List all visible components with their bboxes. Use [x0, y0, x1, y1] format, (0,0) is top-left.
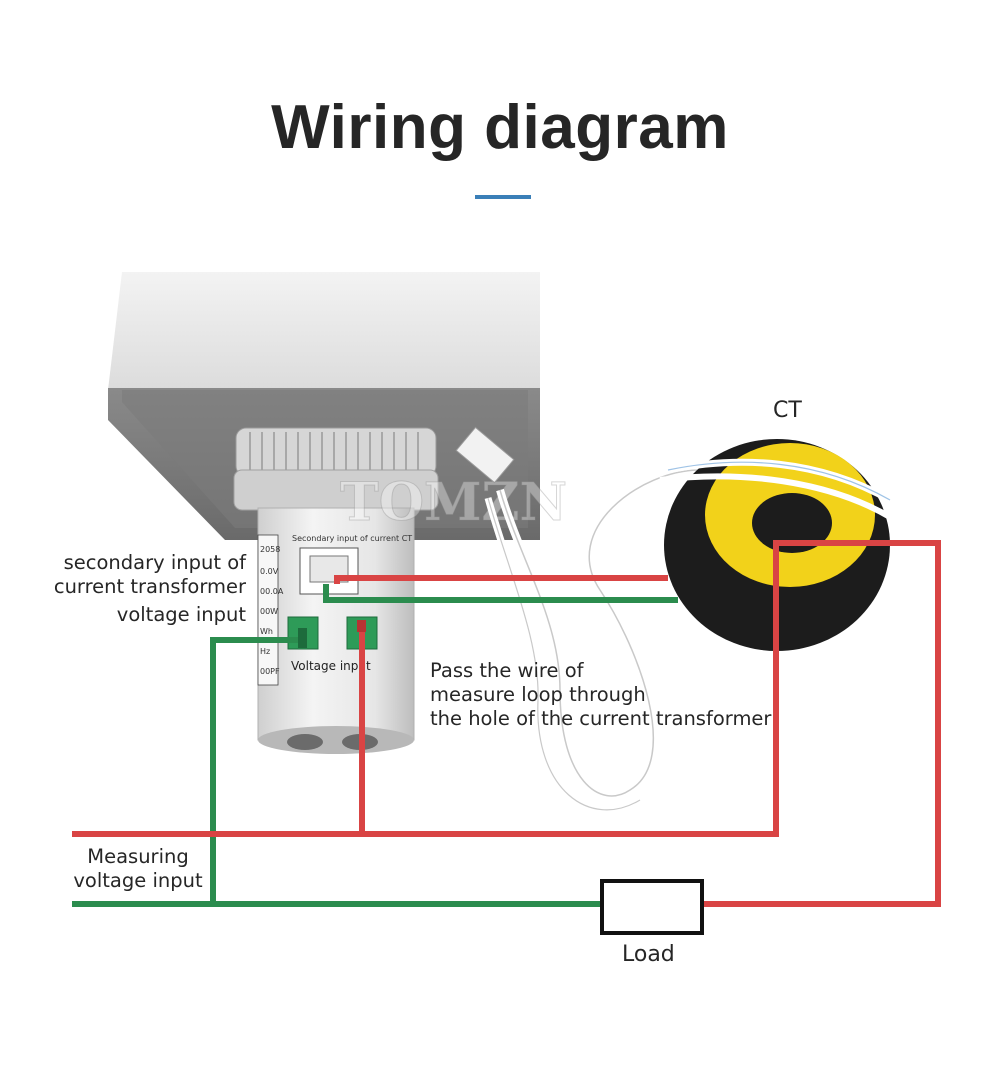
voltage-wire-green: [210, 637, 303, 904]
side-spec-labels: 2058 0.0V 00.0A 00W Wh Hz 00PF: [260, 545, 284, 676]
pass-wire-line-1: Pass the wire of: [430, 659, 584, 682]
ct-secondary-wire-green: [323, 584, 678, 603]
secondary-input-label: secondary input of current transformer: [40, 551, 246, 599]
title-underline: [475, 195, 531, 199]
ct-secondary-wire-red: [334, 575, 668, 584]
live-line: [72, 540, 941, 907]
measuring-line-2: voltage input: [73, 869, 203, 892]
ct-port-label: Secondary input of current CT: [292, 534, 412, 543]
panel-meter: 2058 0.0V 00.0A 00W Wh Hz 00PF Secondary…: [108, 272, 568, 754]
cable-hole: [287, 734, 323, 750]
pass-wire-line-3: the hole of the current transformer: [430, 707, 772, 730]
spec-label: Wh: [260, 627, 273, 636]
spec-label: 00.0A: [260, 587, 284, 596]
meter-cylinder: [257, 507, 415, 741]
watermark: TOMZN: [340, 472, 567, 533]
spec-label: 2058: [260, 545, 280, 554]
meter-housing-top: [108, 272, 540, 390]
wires: [72, 540, 941, 907]
pass-wire-line-2: measure loop through: [430, 683, 646, 706]
pass-wire-note: Pass the wire of measure loop through th…: [430, 659, 771, 731]
voltage-input-terminal-label: Voltage input: [291, 659, 371, 673]
secondary-input-line-2: current transformer: [53, 575, 246, 598]
measuring-voltage-label: Measuring voltage input: [68, 845, 208, 893]
measuring-line-1: Measuring: [87, 845, 189, 868]
spec-label: 0.0V: [260, 567, 279, 576]
secondary-input-line-1: secondary input of: [63, 551, 246, 574]
ct-label: CT: [773, 398, 802, 423]
load-box: [600, 879, 704, 935]
spec-label: Hz: [260, 647, 270, 656]
load-label: Load: [622, 942, 675, 967]
current-transformer: [659, 439, 897, 651]
voltage-input-label: voltage input: [116, 603, 246, 626]
ct-hole: [752, 493, 832, 553]
ct-plug: [455, 426, 515, 484]
spec-label: 00PF: [260, 667, 280, 676]
spec-label: 00W: [260, 607, 278, 616]
page-title: Wiring diagram: [271, 93, 729, 162]
